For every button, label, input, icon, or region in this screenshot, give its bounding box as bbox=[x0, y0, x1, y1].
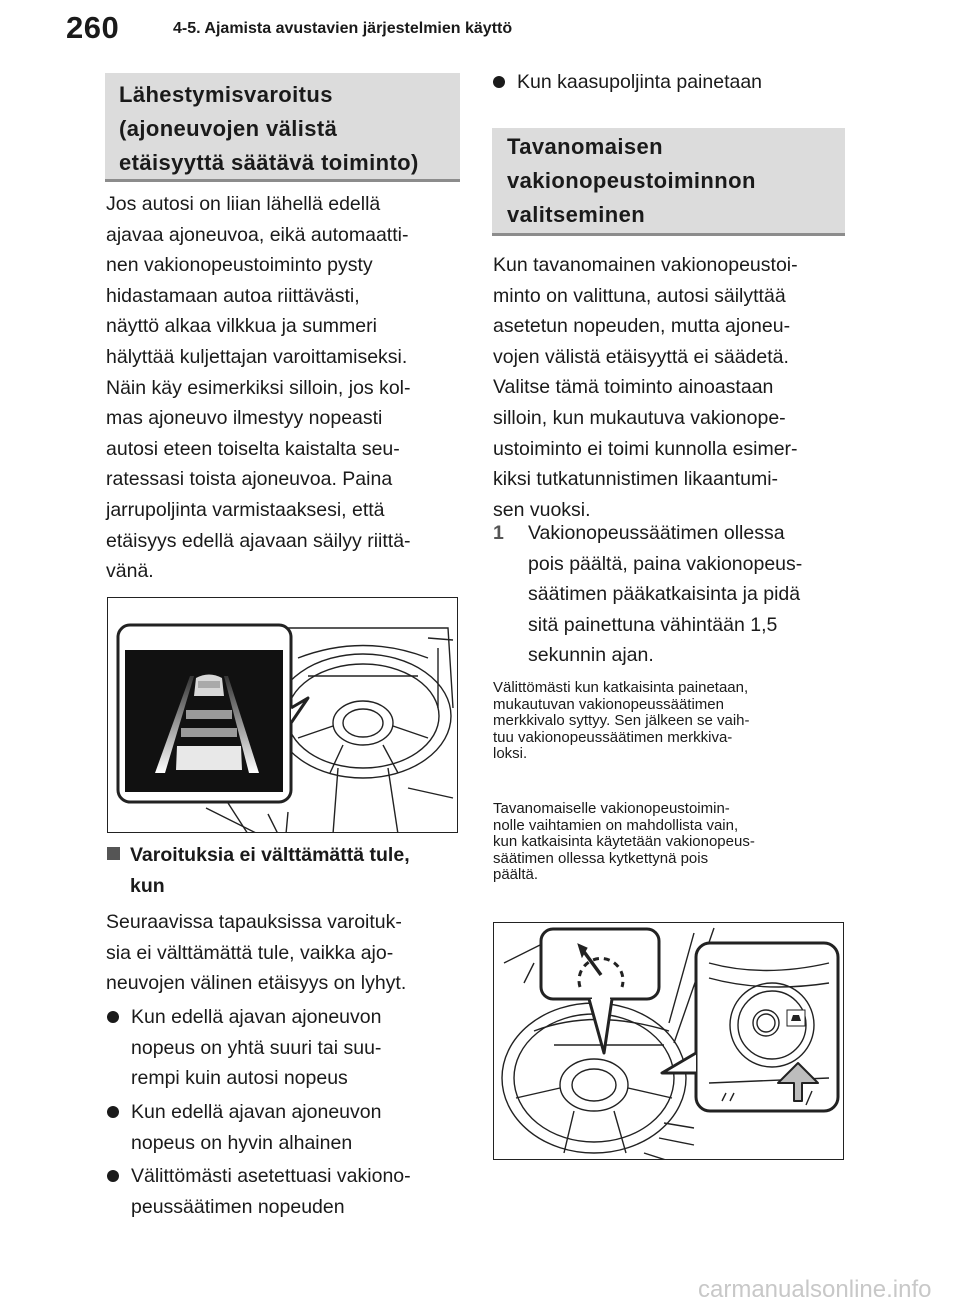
text-line: nopeus on hyvin alhainen bbox=[131, 1131, 353, 1154]
text-line: Välittömästi kun katkaisinta painetaan, bbox=[493, 679, 749, 696]
bullet-dot-icon bbox=[107, 1106, 119, 1118]
text-line: rempi kuin autosi nopeus bbox=[131, 1067, 348, 1090]
text-line: mukautuvan vakionopeussäätimen bbox=[493, 695, 724, 713]
text-line: Kun kaasupoljinta painetaan bbox=[517, 71, 763, 93]
text-line: säätimen ollessa kytkettynä pois bbox=[493, 849, 709, 867]
text-line: nopeus on yhtä suuri tai suu- bbox=[131, 1036, 382, 1059]
text-line: ratessasi toista ajoneuvoa. Paina bbox=[106, 468, 393, 491]
text-line: pois päältä, paina vakionopeus- bbox=[528, 552, 803, 575]
heading-line: etäisyyttä säätävä toiminto) bbox=[119, 150, 419, 175]
text-line: etäisyys edellä ajavaan säilyy riittä- bbox=[106, 529, 411, 552]
bullet-dot-icon bbox=[107, 1170, 119, 1182]
heading-line: vakionopeustoiminnon bbox=[507, 168, 756, 193]
heading-line: (ajoneuvojen välistä bbox=[119, 116, 338, 141]
heading-approach-warning: Lähestymisvaroitus (ajoneuvojen välistä … bbox=[105, 73, 460, 182]
figure-cruise-switch bbox=[493, 922, 844, 1160]
subheading-line: kun bbox=[130, 874, 165, 897]
text-line: nen vakionopeustoiminto pysty bbox=[106, 254, 373, 277]
text-line: merkkivalo syttyy. Sen jälkeen se vaih- bbox=[493, 712, 750, 729]
text-line: jarrupoljinta varmistaaksesi, että bbox=[106, 498, 385, 521]
text-line: ustoiminto ei toimi kunnolla esimer- bbox=[493, 437, 798, 460]
text-line: peussäätimen nopeuden bbox=[131, 1195, 345, 1218]
section-title: 4-5. Ajamista avustavien järjestelmien k… bbox=[173, 20, 513, 37]
text-line: sia ei välttämättä tule, vaikka ajo- bbox=[106, 941, 394, 964]
subheading-no-warning: Varoituksia ei välttämättä tule, kun bbox=[107, 840, 410, 901]
text-line: Kun edellä ajavan ajoneuvon bbox=[131, 1006, 382, 1028]
text-line: Vakionopeussäätimen ollessa bbox=[528, 522, 785, 544]
text-line: kiksi tutkatunnistimen likaantumi- bbox=[493, 468, 779, 491]
text-line: hidastamaan autoa riittävästi, bbox=[106, 284, 360, 307]
steering-wheel-illustration bbox=[501, 927, 840, 1159]
dashboard-illustration bbox=[116, 623, 454, 832]
text-line: sekunnin ajan. bbox=[528, 644, 654, 667]
page-number: 260 bbox=[66, 10, 120, 45]
text-line: minto on valittuna, autosi säilyttää bbox=[493, 284, 786, 307]
text-line: Välittömästi asetettuasi vakiono- bbox=[131, 1165, 411, 1187]
text-line: nolle vaihtamien on mahdollista vain, bbox=[493, 816, 739, 834]
text-line: Jos autosi on liian lähellä edellä bbox=[106, 193, 381, 215]
text-line: vojen välistä etäisyyttä ei säädetä. bbox=[493, 345, 789, 368]
heading-line: Lähestymisvaroitus bbox=[119, 82, 333, 107]
text-line: päältä. bbox=[493, 866, 539, 883]
text-line: sen vuoksi. bbox=[493, 498, 591, 521]
paragraph-approach-warning: Jos autosi on liian lähellä edellä ajava… bbox=[106, 189, 411, 587]
text-line: loksi. bbox=[493, 745, 528, 762]
figure-approach-warning-display bbox=[107, 597, 458, 833]
bullet-dot-icon bbox=[107, 1011, 119, 1023]
text-line: Kun edellä ajavan ajoneuvon bbox=[131, 1101, 382, 1123]
text-line: näyttö alkaa vilkkua ja summeri bbox=[106, 315, 377, 338]
text-line: kun katkaisinta käytetään vakionopeus- bbox=[493, 833, 755, 850]
paragraph-conventional-cruise: Kun tavanomainen vakionopeustoi- minto o… bbox=[493, 250, 798, 525]
text-line: sitä painettuna vähintään 1,5 bbox=[528, 613, 778, 636]
text-line: Tavanomaiselle vakionopeustoimin- bbox=[493, 800, 730, 817]
text-line: tuu vakionopeussäätimen merkkiva- bbox=[493, 728, 733, 746]
paragraph-no-warning: Seuraavissa tapauksissa varoituk- sia ei… bbox=[106, 907, 406, 999]
heading-conventional-cruise: Tavanomaisen vakionopeustoiminnon valits… bbox=[492, 128, 845, 236]
text-line: autosi eteen toiselta kaistalta seu- bbox=[106, 437, 400, 460]
text-line: silloin, kun mukautuva vakionope- bbox=[493, 406, 786, 429]
note-indicator-light: Välittömästi kun katkaisinta painetaan, … bbox=[493, 679, 750, 763]
subheading-line: Varoituksia ei välttämättä tule, bbox=[130, 844, 410, 866]
bullet-dot-icon bbox=[493, 76, 505, 88]
watermark: carmanualsonline.info bbox=[698, 1276, 932, 1303]
step-number: 1 bbox=[493, 522, 504, 544]
text-line: Valitse tämä toiminto ainoastaan bbox=[493, 376, 774, 399]
heading-line: valitseminen bbox=[507, 202, 646, 227]
heading-line: Tavanomaisen bbox=[507, 134, 664, 159]
text-line: mas ajoneuvo ilmestyy nopeasti bbox=[106, 407, 383, 430]
text-line: asetetun nopeuden, mutta ajoneu- bbox=[493, 315, 791, 338]
text-line: neuvojen välinen etäisyys on lyhyt. bbox=[106, 972, 407, 995]
text-line: ajavaa ajoneuvoa, eikä automaatti- bbox=[106, 223, 409, 246]
text-line: säätimen pääkatkaisinta ja pidä bbox=[528, 583, 801, 606]
text-line: Kun tavanomainen vakionopeustoi- bbox=[493, 254, 798, 276]
speedometer-icon bbox=[577, 943, 625, 988]
note-switching-mode: Tavanomaiselle vakionopeustoimin- nolle … bbox=[493, 800, 755, 884]
text-line: hälyttää kuljettajan varoittamiseksi. bbox=[106, 345, 408, 368]
text-line: Seuraavissa tapauksissa varoituk- bbox=[106, 911, 402, 933]
square-bullet-icon bbox=[107, 847, 120, 860]
text-line: vänä. bbox=[106, 560, 154, 583]
text-line: Näin käy esimerkiksi silloin, jos kol- bbox=[106, 376, 411, 399]
